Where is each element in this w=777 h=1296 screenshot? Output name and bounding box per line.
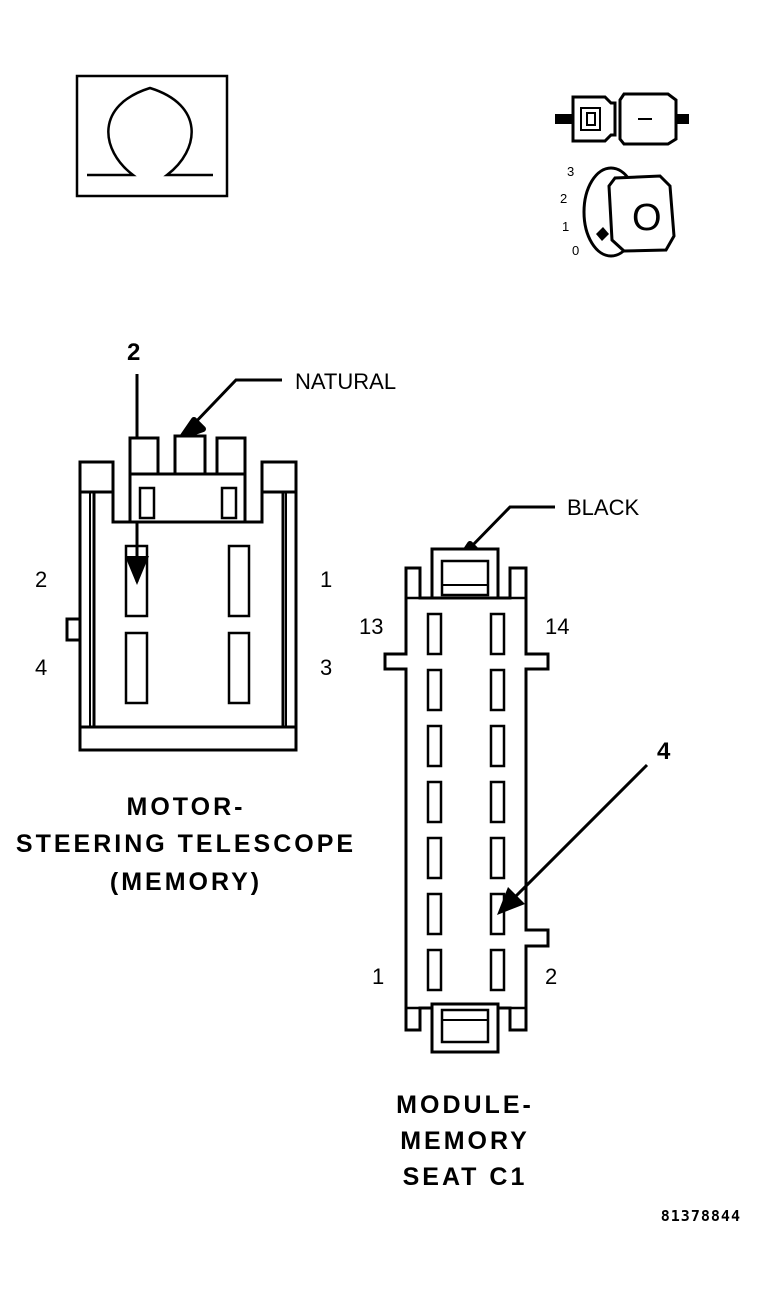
telescope-connector: 2 NATURAL 2 1 4 3 MOTOR- STEERING TE	[16, 339, 396, 896]
telescope-title-line-2: STEERING TELESCOPE	[16, 830, 356, 858]
memory-seat-pin-1-label: 1	[372, 964, 384, 989]
telescope-title-line-1: MOTOR-	[127, 793, 246, 821]
memory-seat-callout-number: 4	[657, 738, 671, 765]
memory-seat-pin-13-label: 13	[359, 614, 383, 639]
ohm-icon	[75, 74, 229, 198]
telescope-pin-2-label: 2	[35, 567, 47, 592]
telescope-cavity-2	[124, 544, 149, 618]
memory-seat-pin-2-label: 2	[545, 964, 557, 989]
telescope-pin-4-label: 4	[35, 655, 47, 680]
telescope-cavity-3	[227, 631, 251, 705]
telescope-callout-number: 2	[127, 339, 140, 366]
telescope-title-line-3: (MEMORY)	[110, 868, 262, 896]
memory-seat-title-line-3: SEAT C1	[403, 1163, 528, 1191]
memory-seat-callout-arrow	[512, 763, 649, 900]
ignition-position-0: 0	[572, 243, 579, 258]
telescope-cavity-1	[227, 544, 251, 618]
black-leader-line	[466, 505, 555, 552]
memory-seat-cavities	[426, 612, 506, 992]
connector-plug-icon	[555, 92, 689, 146]
black-wire-label: BLACK	[567, 495, 639, 520]
memory-seat-title-line-1: MODULE-	[396, 1091, 534, 1119]
ignition-position-2: 2	[560, 191, 567, 206]
ignition-key-label: O	[632, 197, 662, 239]
natural-wire-label: NATURAL	[295, 369, 396, 394]
memory-seat-connector: BLACK 4 13 14 1 2 MO	[359, 495, 671, 1191]
telescope-cavity-4	[124, 631, 149, 705]
memory-seat-title-line-2: MEMORY	[400, 1127, 530, 1155]
ignition-key-icon: 3 2 1 0 O	[560, 164, 676, 258]
ignition-position-1: 1	[562, 219, 569, 234]
memory-seat-pin-14-label: 14	[545, 614, 569, 639]
natural-leader-line	[188, 378, 282, 430]
telescope-pin-3-label: 3	[320, 655, 332, 680]
ignition-position-3: 3	[567, 164, 574, 179]
figure-id: 81378844	[661, 1207, 741, 1225]
telescope-pin-1-label: 1	[320, 567, 332, 592]
